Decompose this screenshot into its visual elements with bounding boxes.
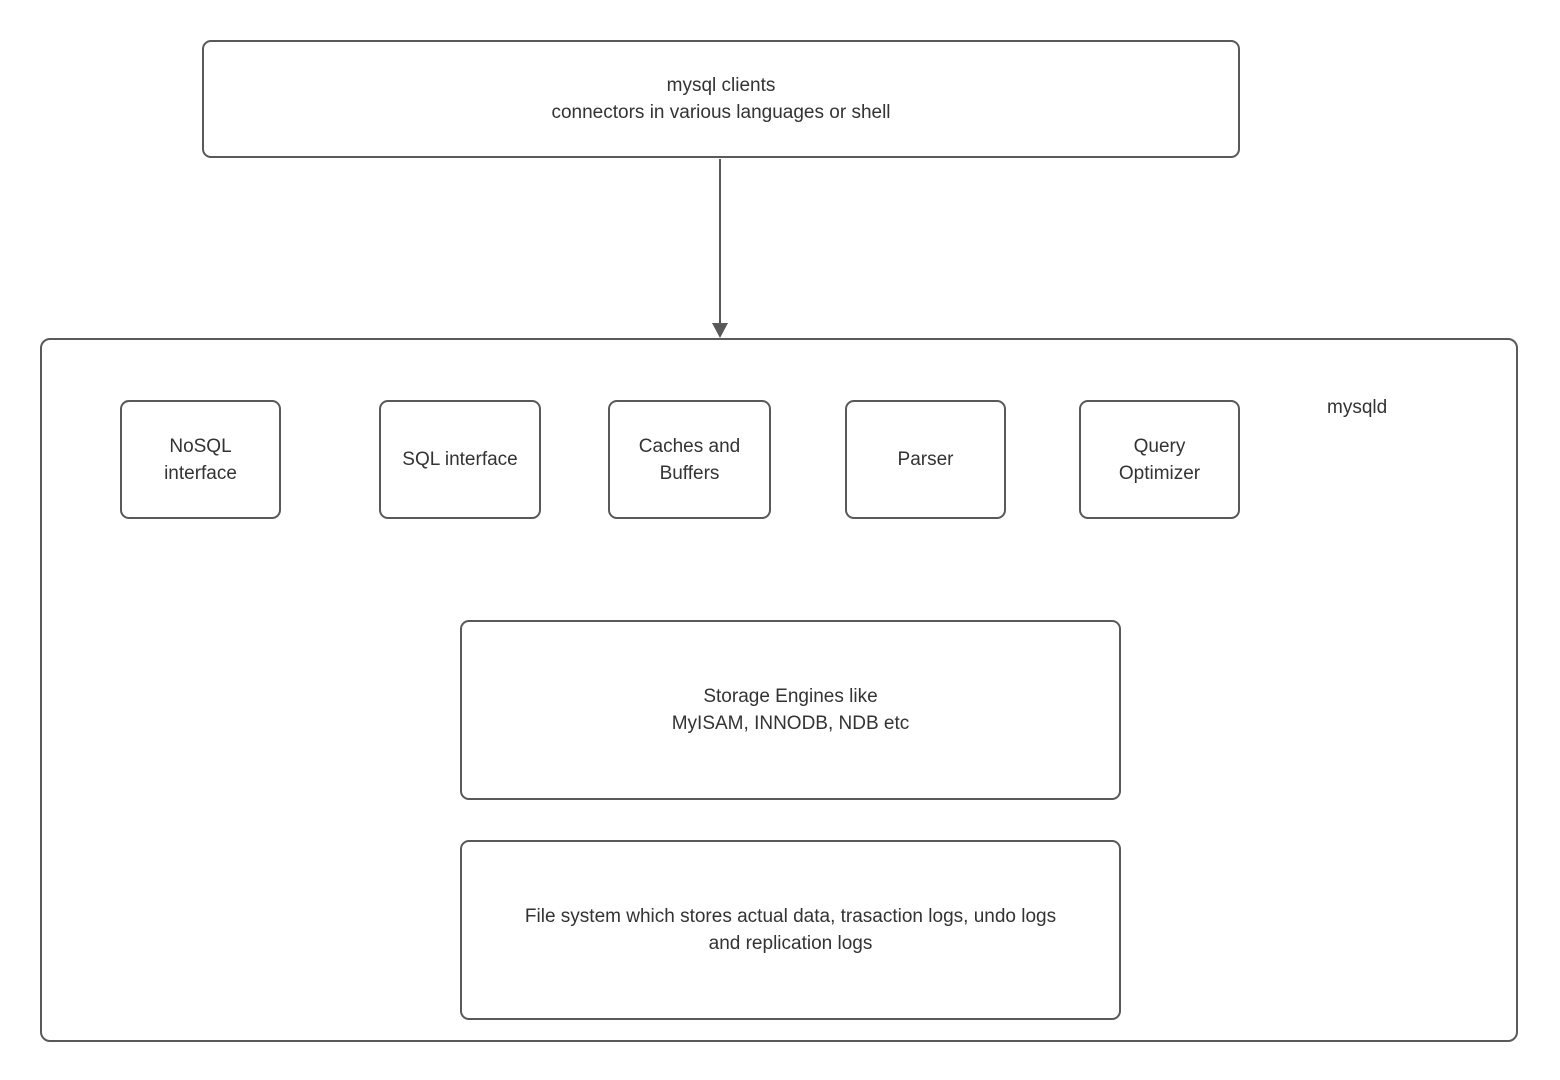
storage-engines-box: Storage Engines like MyISAM, INNODB, NDB… (460, 620, 1121, 800)
mysql-clients-box: mysql clients connectors in various lang… (202, 40, 1240, 158)
connector-arrow-line (719, 159, 721, 327)
component-box-caches-and-buffers: Caches and Buffers (608, 400, 771, 519)
component-box-parser: Parser (845, 400, 1006, 519)
file-system-box: File system which stores actual data, tr… (460, 840, 1121, 1020)
component-box-query-optimizer: Query Optimizer (1079, 400, 1240, 519)
mysqld-label: mysqld (1327, 397, 1388, 418)
component-box-sql-interface: SQL interface (379, 400, 541, 519)
component-box-nosql-interface: NoSQL interface (120, 400, 281, 519)
arrow-down-icon (712, 323, 728, 338)
